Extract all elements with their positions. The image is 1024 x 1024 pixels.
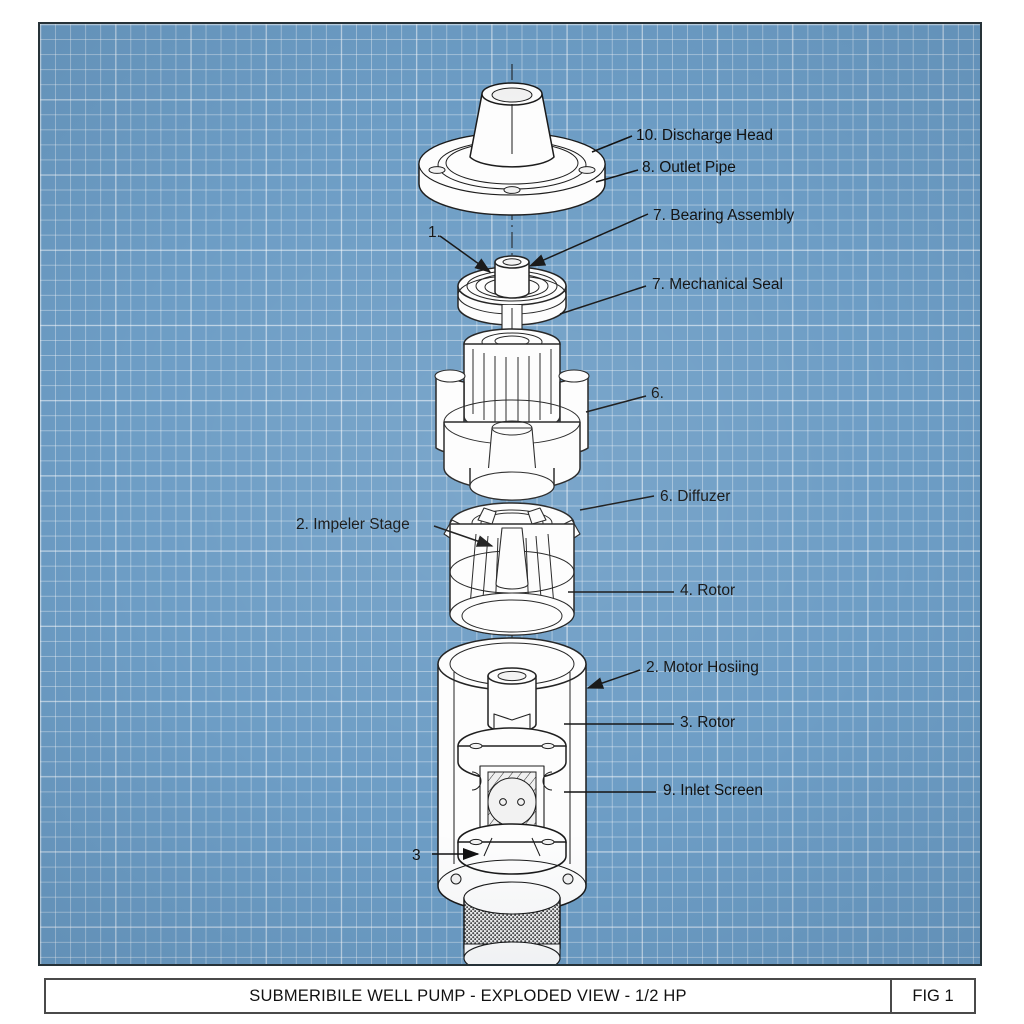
callout-bearing-assembly: 7. Bearing Assembly: [653, 207, 795, 224]
callout-inlet-screen: 9. Inlet Screen: [663, 782, 763, 799]
callout-six: 6.: [651, 385, 664, 402]
part-motor-housing: [437, 637, 587, 913]
callout-rotor-4: 4. Rotor: [680, 582, 735, 599]
callout-rotor-3: 3. Rotor: [680, 714, 735, 731]
callout-labels: 10. Discharge Head 8. Outlet Pipe 7. Bea…: [296, 127, 795, 864]
part-discharge-head: [418, 82, 606, 216]
part-inlet-screen: [463, 881, 561, 964]
title-block-title: SUBMERIBILE WELL PUMP - EXPLODED VIEW - …: [249, 986, 687, 1005]
callout-one: 1.: [428, 224, 441, 241]
callout-mechanical-seal: 7. Mechanical Seal: [652, 276, 783, 293]
callout-outlet-pipe: 8. Outlet Pipe: [642, 159, 736, 176]
callout-three: 3: [412, 847, 421, 864]
title-block-figure: FIG 1: [890, 980, 974, 1012]
leader-lines: [432, 135, 674, 860]
callout-impeler-stage: 2. Impeler Stage: [296, 516, 410, 533]
part-diffuser-stage: [434, 328, 590, 501]
callout-diffuzer: 6. Diffuzer: [660, 488, 730, 505]
exploded-view-drawing: 10. Discharge Head 8. Outlet Pipe 7. Bea…: [296, 64, 795, 964]
blueprint-panel: 10. Discharge Head 8. Outlet Pipe 7. Bea…: [38, 22, 982, 966]
part-impeller-stage: [443, 502, 581, 636]
callout-discharge-head: 10. Discharge Head: [636, 127, 773, 144]
title-block: SUBMERIBILE WELL PUMP - EXPLODED VIEW - …: [44, 978, 976, 1014]
callout-motor-hosiing: 2. Motor Hosiing: [646, 659, 759, 676]
part-bearing-seal: [457, 255, 567, 337]
